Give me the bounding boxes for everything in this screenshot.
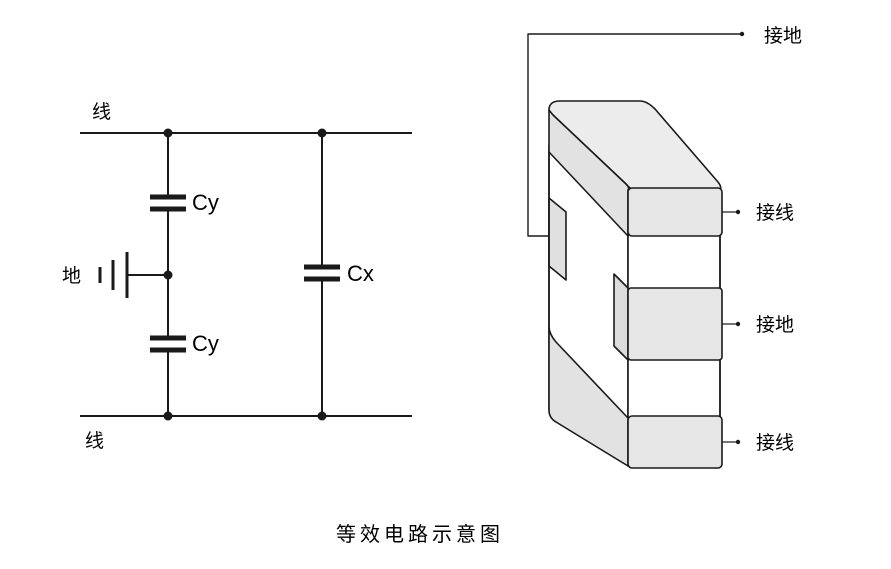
cy-bottom-label: Cy [192,331,219,356]
cx-capacitor-symbol [304,264,340,282]
ground-middle-label: 接地 [756,314,794,336]
ground-top-label: 接地 [764,25,802,47]
label-leads [735,209,741,445]
line-top-label: 线 [92,101,111,123]
cx-label: Cx [347,261,374,286]
line-lower-label: 接线 [756,432,794,454]
ground-label: 地 [62,265,81,287]
lead-dot [739,31,745,37]
top-terminal-front-face [627,187,723,237]
diagram-caption: 等效电路示意图 [336,522,504,546]
junction-dot [163,128,173,138]
equivalent-circuit [80,128,412,421]
line-bottom-label: 线 [85,430,104,452]
three-terminal-capacitor-drawing [527,31,745,469]
ground-lead-wire [527,33,742,237]
bottom-terminal-front-face [627,415,723,469]
middle-terminal-front-face [627,287,723,361]
junction-dot [317,411,327,421]
junction-dot [317,128,327,138]
ground-symbol [98,252,129,298]
middle-terminal-left-face [613,273,629,361]
junction-dot [163,411,173,421]
junction-dots [163,128,327,421]
cy-top-label: Cy [192,190,219,215]
junction-dot [163,270,173,280]
cy-bottom-capacitor-symbol [150,335,186,353]
cy-top-capacitor-symbol [150,194,186,212]
line-upper-label: 接线 [756,202,794,224]
